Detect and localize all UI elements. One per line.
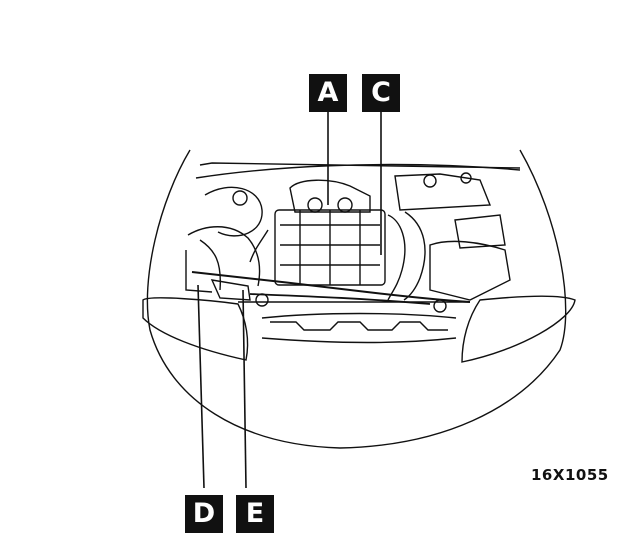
wiring-harness <box>191 271 471 313</box>
left-headlight <box>142 297 249 361</box>
leader-lines <box>197 112 382 489</box>
radiator-grille <box>238 301 470 344</box>
left-side-components <box>185 186 269 301</box>
callout-c: C <box>362 74 400 112</box>
callout-d: D <box>185 495 223 533</box>
leader-line-e <box>242 289 247 489</box>
right-headlight <box>461 295 576 363</box>
figure-id-label: 16X1055 <box>531 466 609 484</box>
car-body-outline <box>146 149 567 449</box>
callout-e: E <box>236 495 274 533</box>
air-intake-duct <box>387 172 511 301</box>
leader-line-d <box>197 284 205 489</box>
engine-block <box>274 179 386 286</box>
callout-a: A <box>309 74 347 112</box>
